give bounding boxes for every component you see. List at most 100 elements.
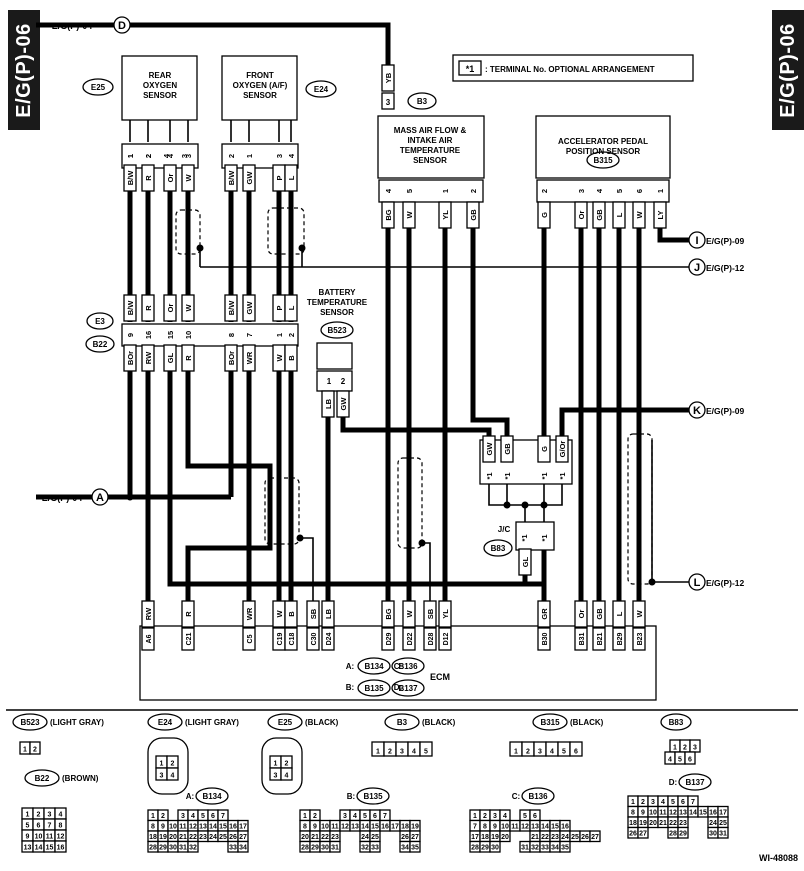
accel-name: ACCELERATOR PEDAL: [558, 137, 648, 146]
ecm-pin: B31: [579, 632, 586, 645]
shield-rear: [175, 209, 201, 255]
lg-b22-num: 12: [57, 834, 65, 841]
junction-dot: [418, 539, 426, 547]
acc-w1-tag: [574, 201, 588, 229]
ecm-wire9-tag-label: SB: [426, 608, 435, 619]
e3-pin: 8: [227, 333, 236, 337]
ecm-pin: C21: [186, 632, 193, 645]
lg-b135-num: 13: [351, 824, 359, 831]
lg-b3-num: 1: [376, 749, 380, 756]
lg-b134-num: 14: [209, 824, 217, 831]
jc-code: [483, 539, 513, 557]
lg-b134-num: 8: [151, 824, 155, 831]
lg-b134-num: 9: [161, 824, 165, 831]
lg-b136-cell: [559, 840, 571, 853]
lg-e25-num: 2: [285, 761, 289, 768]
maf-sensor: [377, 115, 485, 179]
e3-up0-tag: [123, 294, 137, 322]
lg-b135-num: 9: [313, 824, 317, 831]
wire-d-to-b3: [130, 22, 391, 70]
ecm-wire8-tag: [402, 600, 416, 628]
lg-b137-num: 25: [719, 820, 727, 827]
rear-o2-name: OXYGEN: [143, 81, 177, 90]
wire-k: [559, 407, 690, 440]
lg-b22-num: 13: [24, 845, 32, 852]
rear-w0-tag: [123, 164, 137, 192]
accel-pin: 4: [595, 188, 604, 193]
front-o2-code-label: E24: [314, 85, 329, 94]
batt-pin: 1: [327, 377, 332, 386]
ecm-code-b: B:: [346, 683, 354, 692]
jc-top2-tag-label: G: [540, 446, 549, 452]
lg-b137-num: 9: [641, 810, 645, 817]
ecm-pin: A6: [146, 634, 153, 643]
lg-b315-num: 2: [526, 749, 530, 756]
conn-j-letter: J: [694, 262, 700, 274]
lg-b22-num: 5: [26, 823, 30, 830]
lg-b22-num: 14: [35, 845, 43, 852]
batt-pin: 2: [341, 377, 346, 386]
lg-b83b-num: 6: [688, 757, 692, 764]
lg-b22-num: 9: [26, 834, 30, 841]
lg-b135-num: 24: [361, 834, 369, 841]
lg-b136-num: 35: [561, 845, 569, 852]
lg-b135-num: 20: [301, 834, 309, 841]
conn-j-label: E/G(P)-12: [706, 263, 745, 273]
lg-b134-num: 24: [209, 834, 217, 841]
lg-b135-prefix: B:: [347, 792, 355, 801]
lg-b135-num: 30: [321, 845, 329, 852]
e3-low2-tag: [163, 344, 177, 372]
rear-o2-code: [82, 78, 114, 96]
lg-b136-num: 16: [561, 824, 569, 831]
lg-b134-num: 29: [159, 845, 167, 852]
lg-e24-code: [147, 713, 183, 731]
lg-b136-num: 18: [481, 834, 489, 841]
ecm-wire11-tag-label: GR: [540, 608, 549, 620]
ecm-wire4-tag-label: B: [287, 611, 296, 617]
lg-b135-num: 10: [321, 824, 329, 831]
jc-gl-tag: [518, 548, 532, 576]
accel-code-label: B315: [593, 156, 613, 165]
acc-w2-tag: [592, 201, 606, 229]
conn-j-circle: [688, 258, 706, 276]
lg-b135-num: 28: [301, 845, 309, 852]
lg-b135-num: 19: [411, 824, 419, 831]
lg-b135-num: 2: [313, 813, 317, 820]
lg-b134-num: 27: [239, 834, 247, 841]
accel-pin: 6: [635, 189, 644, 193]
jc-top2-tag: [537, 435, 551, 463]
lg-b134-num: 15: [219, 824, 227, 831]
lg-b315-num: 1: [514, 749, 518, 756]
lg-b135-num: 16: [381, 824, 389, 831]
lg-b83a-num: 1: [673, 745, 677, 752]
ecm-wire10-tag-label: YL: [441, 609, 450, 619]
acc-w5-tag-label: LY: [656, 211, 665, 220]
e3-low5-tag-label: WR: [245, 351, 254, 364]
ecm-b135-label: B135: [364, 684, 384, 693]
lg-b134-num: 11: [179, 824, 187, 831]
lg-b3-code-label: B3: [397, 718, 408, 727]
ecm-pin: C19: [277, 632, 284, 645]
lg-b134-num: 4: [191, 813, 195, 820]
rear-o2-pin-label: 4: [162, 153, 171, 158]
e3-up1-tag: [141, 294, 155, 322]
maf-name: TEMPERATURE: [400, 146, 461, 155]
front-o2-name: SENSOR: [243, 91, 277, 100]
conn-k-letter: K: [693, 405, 701, 417]
note-marker-box: [458, 60, 482, 76]
lg-b134-prefix: A:: [186, 792, 194, 801]
jc-top1-tag-label: GB: [503, 443, 512, 455]
lg-b136-num: 2: [483, 813, 487, 820]
figure-id: WI-48088: [759, 853, 798, 863]
lg-b137-num: 2: [641, 799, 645, 806]
ecm-wire9-tag: [423, 600, 437, 628]
jc-top3-tag-label: G/Or: [558, 441, 567, 458]
lg-b135-num: 6: [373, 813, 377, 820]
ecm-b134-label: B134: [364, 662, 384, 671]
lg-b22-code-label: B22: [35, 774, 50, 783]
jc-mark: *1: [485, 472, 494, 479]
e3-pin: 15: [166, 331, 175, 339]
lg-b137-num: 11: [659, 810, 667, 817]
e3-low1-tag: [141, 344, 155, 372]
lg-b135-num: 15: [371, 824, 379, 831]
